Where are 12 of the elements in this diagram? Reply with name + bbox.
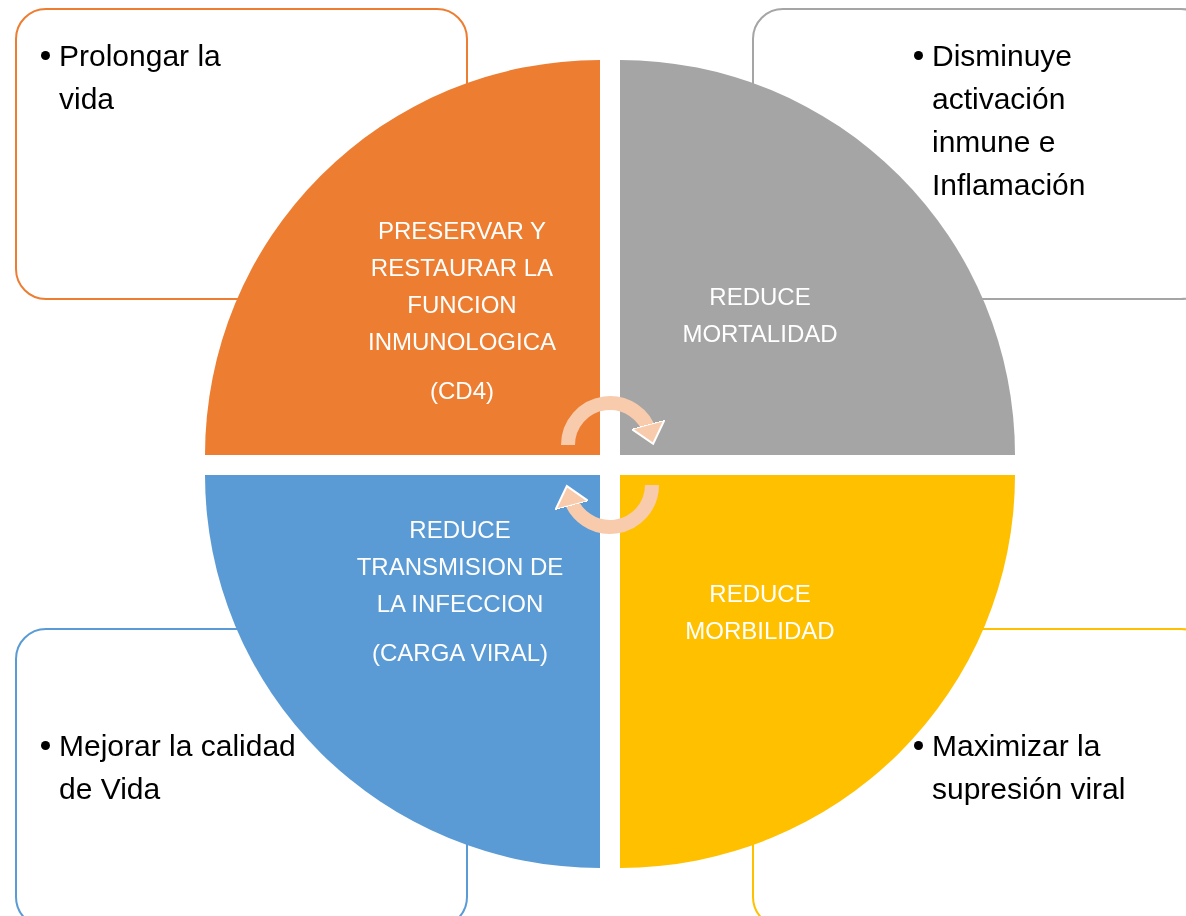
- segment-label: REDUCE MORBILIDAD: [684, 579, 836, 646]
- segment-label: PRESERVAR Y RESTAURAR LA FUNCION INMUNOLOGICA: [367, 216, 557, 357]
- bullet-text: Maximizar la supresión viral: [932, 728, 1127, 807]
- segment-label: REDUCE TRANSMISION DE LA INFECCION: [355, 515, 565, 619]
- segment-label: REDUCE MORTALIDAD: [681, 282, 839, 349]
- bullet-text: Mejorar la calidad de Vida: [59, 728, 297, 807]
- curved-arrow: [561, 396, 665, 446]
- bullet-text: Disminuye activación inmune e Inflamación: [932, 38, 1087, 203]
- segment-label: (CD4): [430, 376, 494, 406]
- segment-label: (CARGA VIRAL): [371, 638, 548, 668]
- curved-arrow: [555, 484, 659, 534]
- bullet-text: Prolongar la vida: [59, 38, 222, 117]
